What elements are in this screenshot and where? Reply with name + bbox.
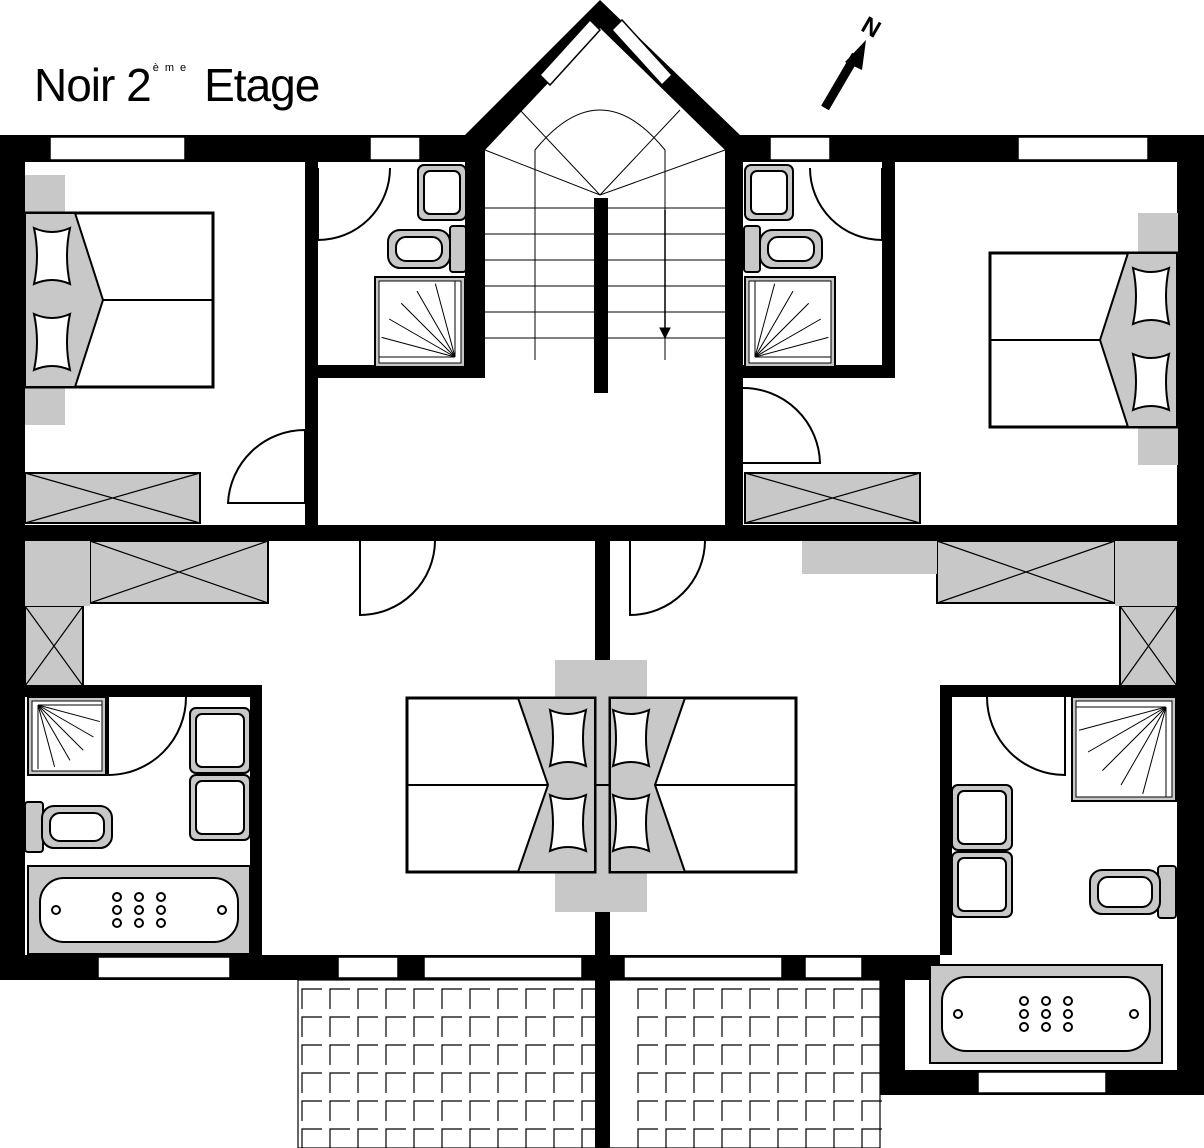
sanitary-fixtures [24, 164, 1177, 1064]
sink [189, 774, 251, 841]
shower [374, 276, 466, 368]
shower [1071, 696, 1177, 802]
shower [27, 696, 107, 776]
wardrobe [936, 540, 1116, 604]
pillow [548, 708, 588, 768]
staircase [484, 109, 726, 360]
toilet [1089, 865, 1177, 919]
sink [744, 164, 794, 221]
pillow [32, 312, 72, 372]
wardrobe [89, 540, 269, 604]
bathtub [27, 865, 251, 955]
doors [107, 167, 1066, 777]
pillow [611, 708, 651, 768]
sink [951, 851, 1013, 918]
title-main: Noir 2 [34, 59, 152, 111]
north-arrow-icon [821, 40, 866, 111]
pillow [1131, 352, 1171, 412]
bathtub [929, 964, 1163, 1064]
balcony-outline [297, 979, 881, 1148]
wardrobe [24, 605, 84, 687]
toilet [743, 225, 823, 273]
sink [951, 784, 1013, 851]
wardrobe [1119, 605, 1178, 687]
pillow [32, 226, 72, 286]
pillow [611, 793, 651, 853]
balcony-tiles [297, 979, 882, 1148]
wardrobe [744, 472, 921, 524]
toilet [387, 225, 467, 273]
pillow [548, 793, 588, 853]
pillow [1131, 266, 1171, 326]
title-end: Etage [204, 59, 320, 111]
shower [744, 276, 836, 368]
windows [49, 18, 1149, 1094]
furniture [23, 175, 1179, 912]
toilet [24, 801, 113, 853]
sink [417, 164, 467, 221]
wardrobe [24, 472, 201, 524]
sink [189, 707, 251, 774]
title-superscript: ème [152, 62, 193, 74]
